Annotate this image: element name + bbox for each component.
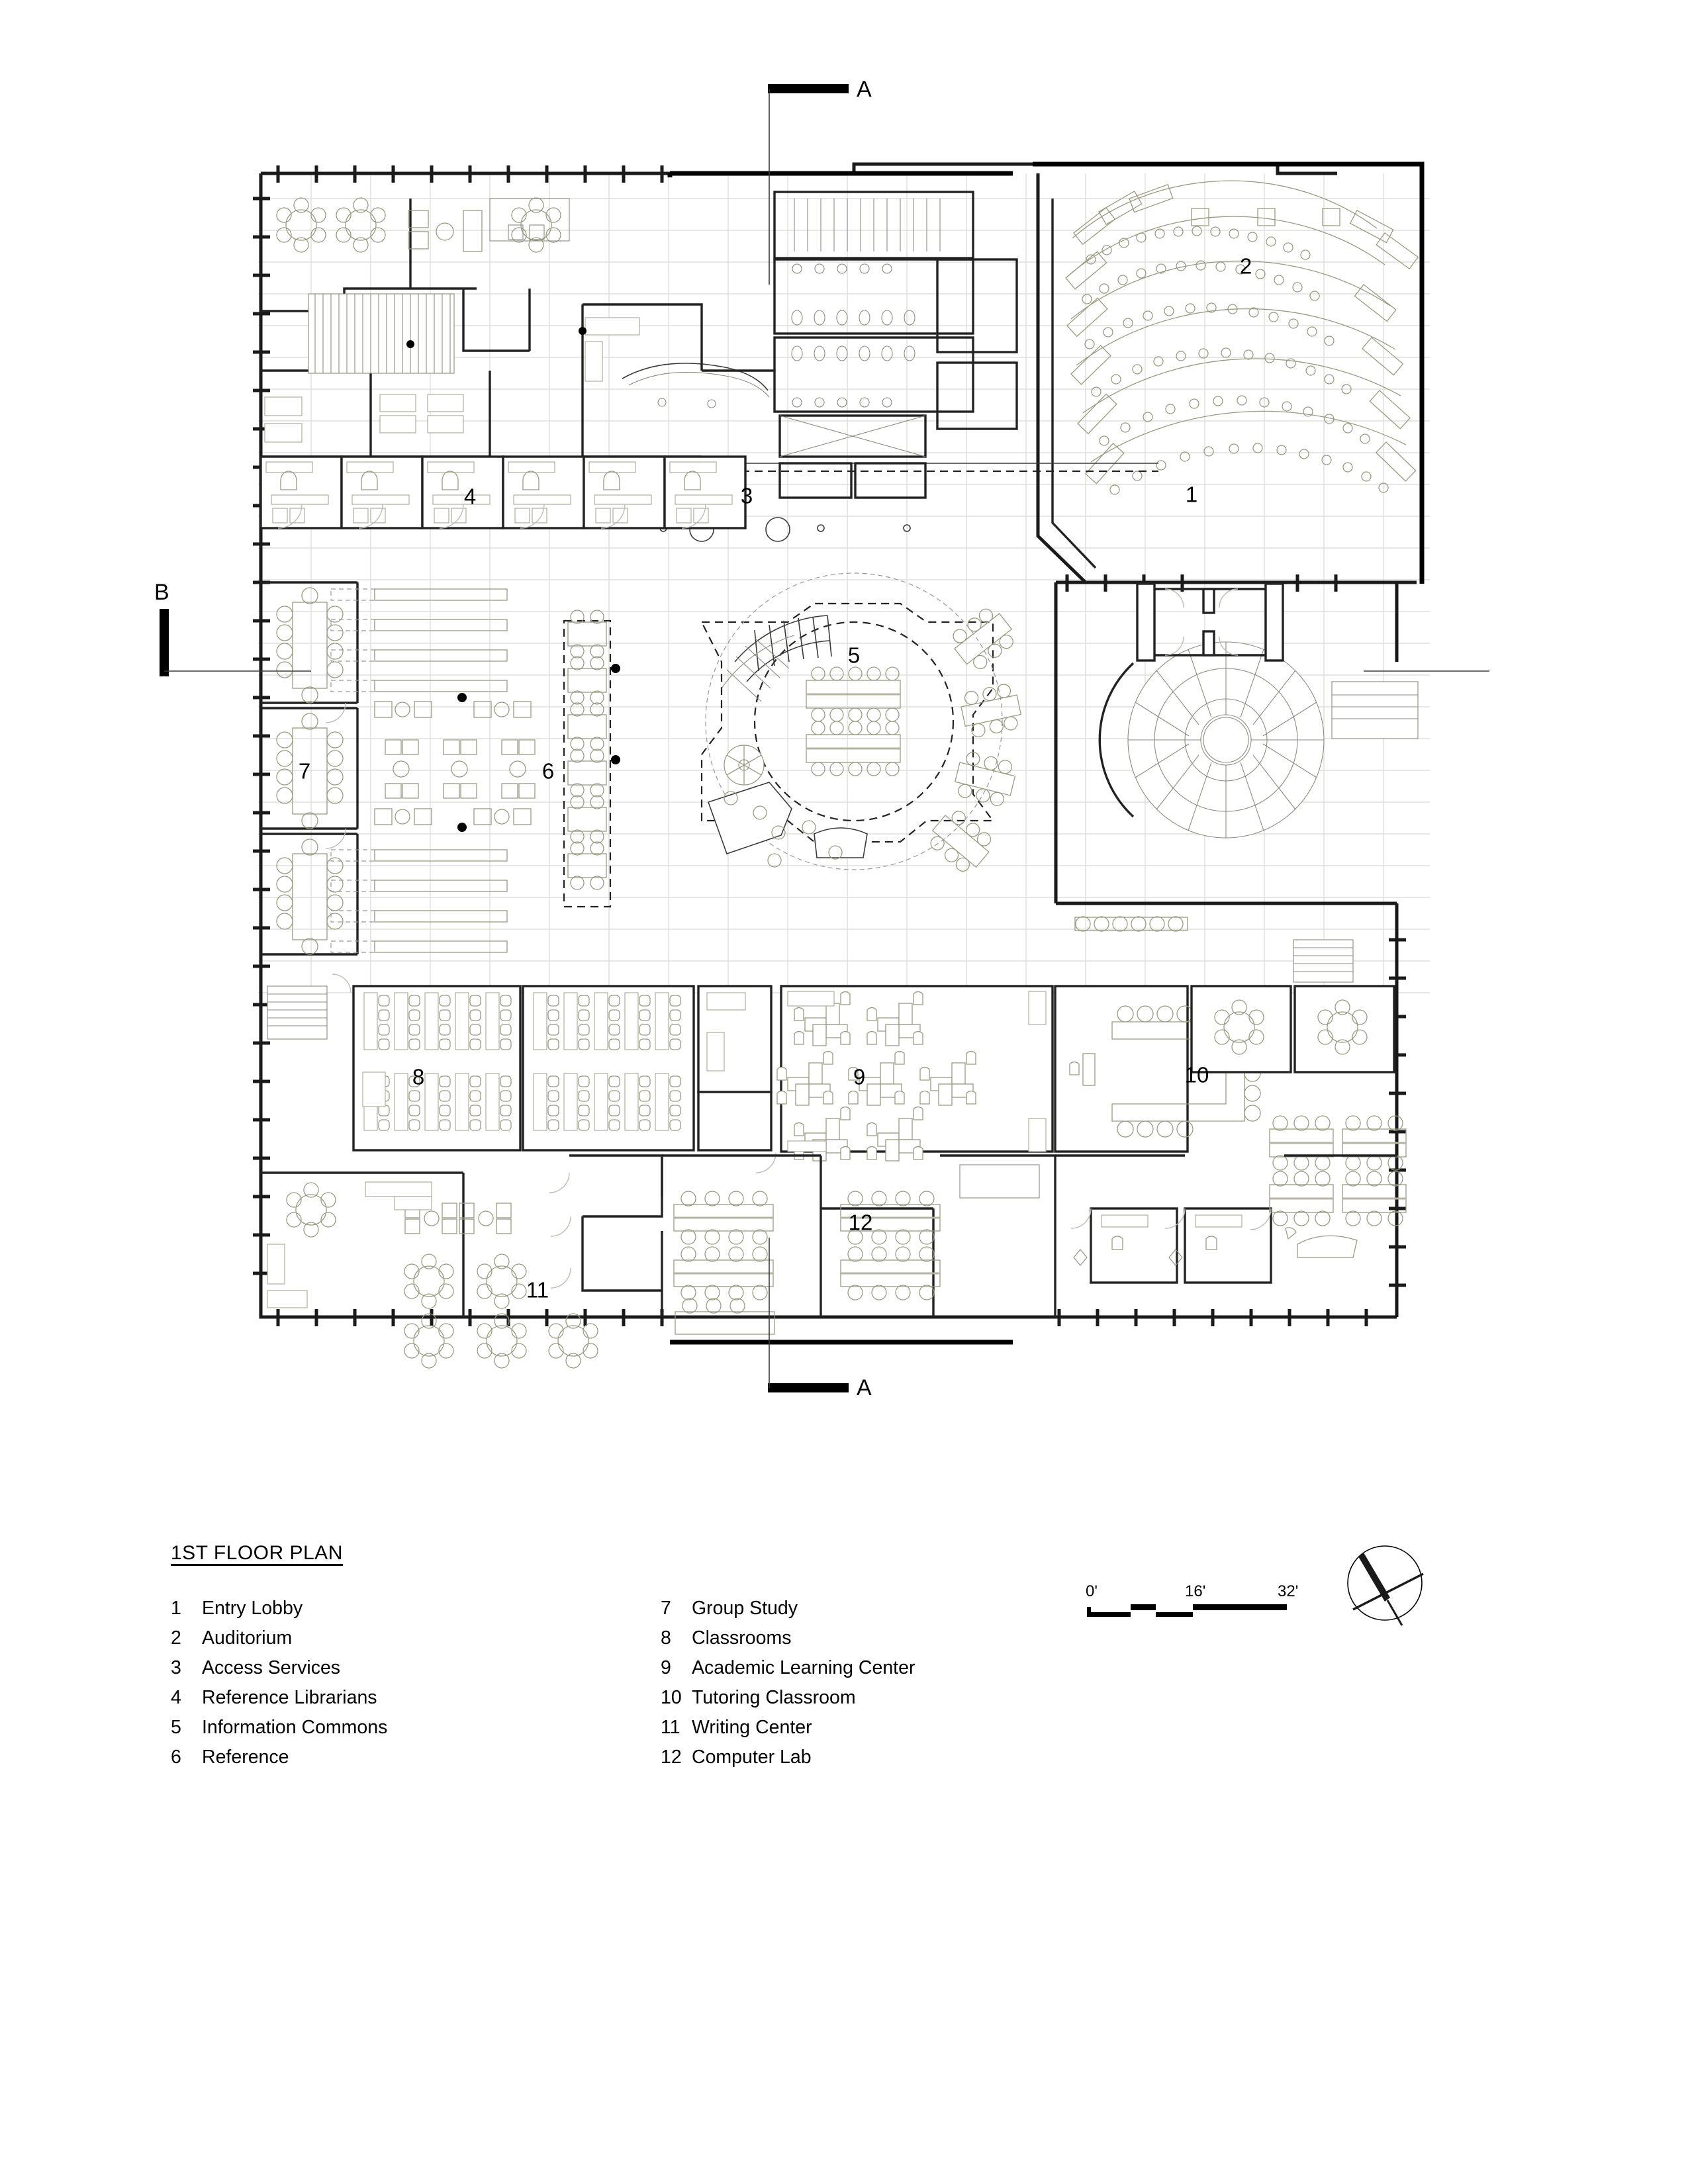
room-number-12: 12	[849, 1210, 873, 1235]
room-number-10: 10	[1185, 1063, 1209, 1087]
legend-item-number: 1	[171, 1598, 181, 1619]
legend-item-label: Academic Learning Center	[692, 1657, 915, 1678]
room-auditorium	[1036, 173, 1419, 584]
legend-item: 1 Entry Lobby	[171, 1594, 661, 1623]
room-number-3: 3	[741, 484, 753, 508]
scale-tick-0: 0'	[1086, 1582, 1098, 1600]
room-number-6: 6	[542, 759, 554, 784]
compass-south-arm	[1386, 1600, 1403, 1626]
room-reference	[330, 588, 620, 953]
room-reference-librarians	[259, 455, 747, 529]
legend-item-number: 6	[171, 1747, 181, 1768]
legend-item-number: 4	[171, 1687, 181, 1708]
room-number-1: 1	[1186, 482, 1197, 507]
compass-cross-arm	[1352, 1572, 1424, 1611]
scale-tick-32: 32'	[1278, 1582, 1298, 1600]
legend-item: 6 Reference	[171, 1743, 661, 1772]
legend-item: 5 Information Commons	[171, 1713, 661, 1743]
legend-item-label: Entry Lobby	[202, 1598, 303, 1619]
legend-item-number: 2	[171, 1627, 181, 1649]
legend-title: 1ST FLOOR PLAN	[171, 1542, 343, 1564]
section-label-a-top: A	[857, 77, 872, 102]
legend-item-number: 7	[661, 1598, 671, 1619]
room-academic-learning-center	[697, 985, 1189, 1173]
legend: 1ST FLOOR PLAN 1 Entry Lobby 2 Auditoriu…	[171, 1542, 1031, 1772]
compass-rose	[1338, 1537, 1431, 1629]
room-number-8: 8	[412, 1065, 424, 1089]
section-marker-b-right: B	[1364, 670, 1489, 672]
legend-item: 4 Reference Librarians	[171, 1683, 661, 1713]
legend-item-label: Auditorium	[202, 1627, 293, 1649]
legend-item-label: Access Services	[202, 1657, 341, 1678]
room-computer-lab	[661, 1154, 941, 1335]
room-number-7: 7	[299, 759, 310, 784]
legend-item-label: Tutoring Classroom	[692, 1687, 856, 1708]
north-arrow-icon	[1358, 1553, 1390, 1602]
legend-item-number: 12	[661, 1747, 682, 1768]
room-number-labels: 1 2 3 4 5 6 7 8 9 10 11 12	[299, 254, 1252, 1302]
legend-item-label: Computer Lab	[692, 1747, 812, 1768]
legend-item: 9 Academic Learning Center	[661, 1653, 1031, 1683]
legend-item-number: 10	[661, 1687, 682, 1708]
section-marker-a-top: A	[768, 77, 872, 285]
room-group-study	[261, 581, 359, 956]
section-marker-a-bottom: A	[768, 1238, 872, 1400]
room-writing-center	[261, 1154, 663, 1369]
room-information-commons	[700, 572, 1022, 872]
scale-tick-16: 16'	[1185, 1582, 1205, 1600]
legend-item-label: Information Commons	[202, 1717, 388, 1738]
legend-item-label: Classrooms	[692, 1627, 792, 1649]
legend-item: 7 Group Study	[661, 1594, 1031, 1623]
legend-column-right: 7 Group Study 8 Classrooms 9 Academic Le…	[661, 1594, 1031, 1772]
legend-item: 11 Writing Center	[661, 1713, 1031, 1743]
legend-item: 8 Classrooms	[661, 1623, 1031, 1653]
corridor-and-support	[940, 1154, 1397, 1317]
section-label-a-bottom: A	[857, 1375, 872, 1400]
legend-item-number: 5	[171, 1717, 181, 1738]
floor-plan-drawing: A A B B 1 2 3 4 5 6 7 8 9 10	[154, 77, 1489, 1400]
legend-column-left: 1 Entry Lobby 2 Auditorium 3 Access Serv…	[171, 1594, 661, 1772]
room-number-11: 11	[526, 1278, 549, 1302]
legend-item-number: 9	[661, 1657, 671, 1678]
room-number-9: 9	[853, 1065, 865, 1089]
scale-bar: 0' 16' 32'	[1086, 1575, 1324, 1628]
room-number-5: 5	[848, 643, 860, 668]
legend-item-number: 8	[661, 1627, 671, 1649]
legend-item: 12 Computer Lab	[661, 1743, 1031, 1772]
legend-item: 3 Access Services	[171, 1653, 661, 1683]
legend-item: 10 Tutoring Classroom	[661, 1683, 1031, 1713]
section-label-b-left: B	[154, 580, 169, 605]
offices-southeast	[1070, 916, 1407, 1284]
room-access-services	[261, 191, 1018, 499]
legend-item-label: Reference	[202, 1747, 289, 1768]
legend-item-label: Writing Center	[692, 1717, 812, 1738]
circular-stair	[1098, 582, 1419, 839]
compass-circle	[1347, 1545, 1423, 1621]
legend-item: 2 Auditorium	[171, 1623, 661, 1653]
scale-bar-graphic	[1087, 1604, 1287, 1617]
legend-item-number: 11	[661, 1717, 680, 1738]
room-number-4: 4	[464, 484, 476, 509]
room-number-2: 2	[1240, 254, 1252, 279]
legend-item-label: Group Study	[692, 1598, 798, 1619]
room-classrooms	[267, 974, 695, 1152]
legend-item-number: 3	[171, 1657, 181, 1678]
legend-item-label: Reference Librarians	[202, 1687, 377, 1708]
section-marker-b-left: B	[154, 580, 311, 676]
